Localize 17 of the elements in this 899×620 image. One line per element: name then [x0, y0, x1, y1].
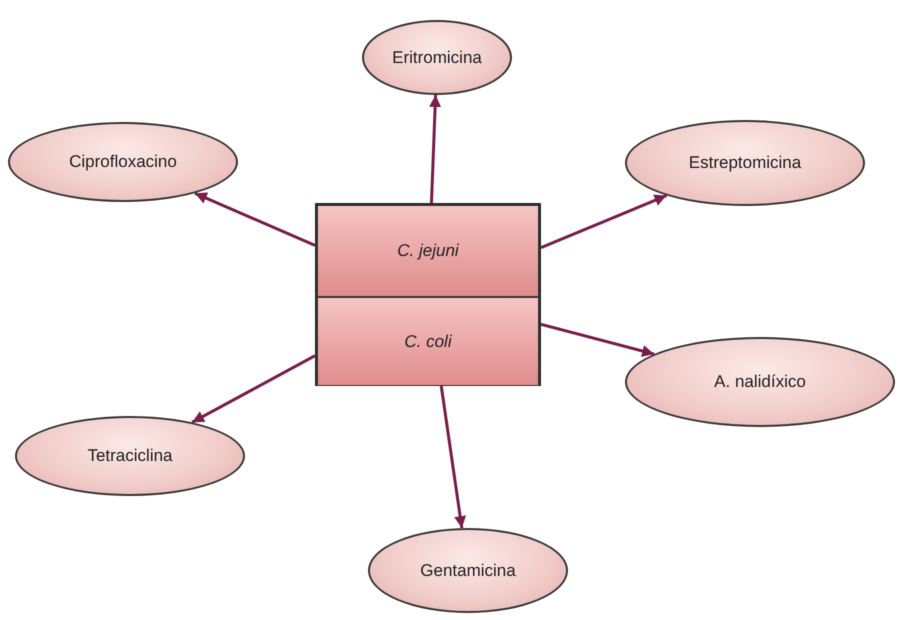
node-label: Tetraciclina: [87, 446, 173, 466]
species-box: [317, 297, 539, 386]
node-label: Ciprofloxacino: [69, 152, 177, 172]
node-label: C. coli: [404, 332, 452, 352]
arrow: [540, 194, 668, 249]
node-label: Gentamicina: [420, 560, 516, 580]
node-label: C. jejuni: [397, 241, 459, 261]
node-label: Estreptomicina: [688, 153, 802, 173]
arrow: [440, 386, 466, 528]
arrow: [429, 94, 442, 204]
species-box: [317, 205, 539, 297]
node-label: Eritromicina: [392, 48, 482, 68]
node-label: A. nalidíxico: [714, 372, 806, 392]
arrow: [540, 322, 654, 357]
arrow: [194, 192, 316, 247]
arrow: [191, 354, 316, 424]
species-box: [315, 203, 541, 386]
